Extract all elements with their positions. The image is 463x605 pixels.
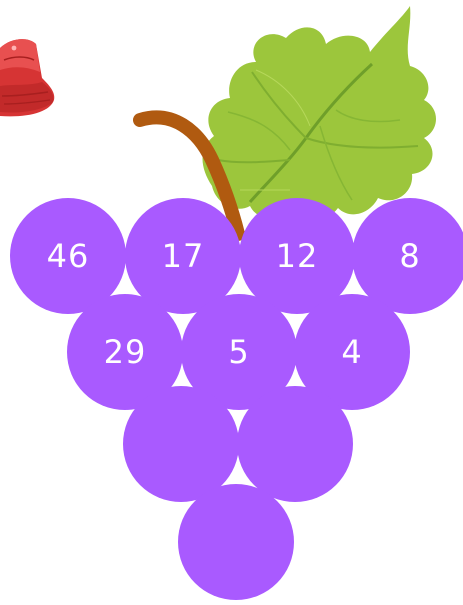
grape-row3-2[interactable] xyxy=(237,386,353,502)
grape-row4-1[interactable] xyxy=(178,484,294,600)
red-bucket-hat-icon[interactable] xyxy=(0,39,54,116)
grape-leaf-icon xyxy=(203,6,437,221)
